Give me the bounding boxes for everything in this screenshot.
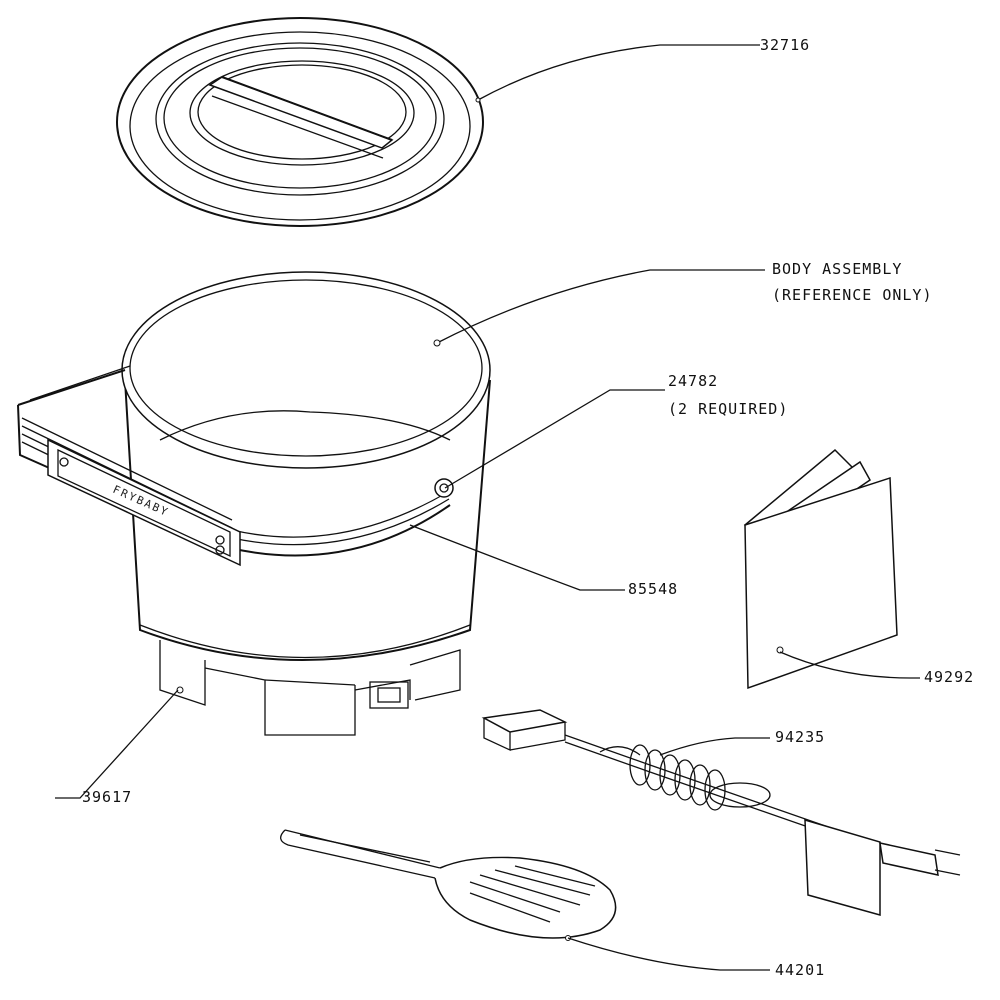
part-label-94235: 94235 bbox=[775, 728, 825, 746]
part-label-39617: 39617 bbox=[82, 788, 132, 806]
leader-lines bbox=[55, 44, 920, 971]
part-label-44201: 44201 bbox=[775, 961, 825, 979]
body-assembly bbox=[121, 271, 491, 736]
part-label-32716: 32716 bbox=[760, 36, 810, 54]
part-label-24782-note: (2 REQUIRED) bbox=[668, 400, 788, 418]
power-cord bbox=[481, 709, 961, 916]
scoop bbox=[280, 829, 617, 941]
part-label-24782: 24782 bbox=[668, 372, 718, 390]
part-label-body-line2: (REFERENCE ONLY) bbox=[772, 286, 933, 304]
part-label-49292: 49292 bbox=[924, 668, 974, 686]
part-label-body-line1: BODY ASSEMBLY bbox=[772, 260, 902, 278]
part-label-85548: 85548 bbox=[628, 580, 678, 598]
handle-85548: FRYBABY bbox=[17, 365, 454, 567]
instruction-booklet bbox=[743, 448, 898, 690]
lid bbox=[116, 17, 484, 227]
